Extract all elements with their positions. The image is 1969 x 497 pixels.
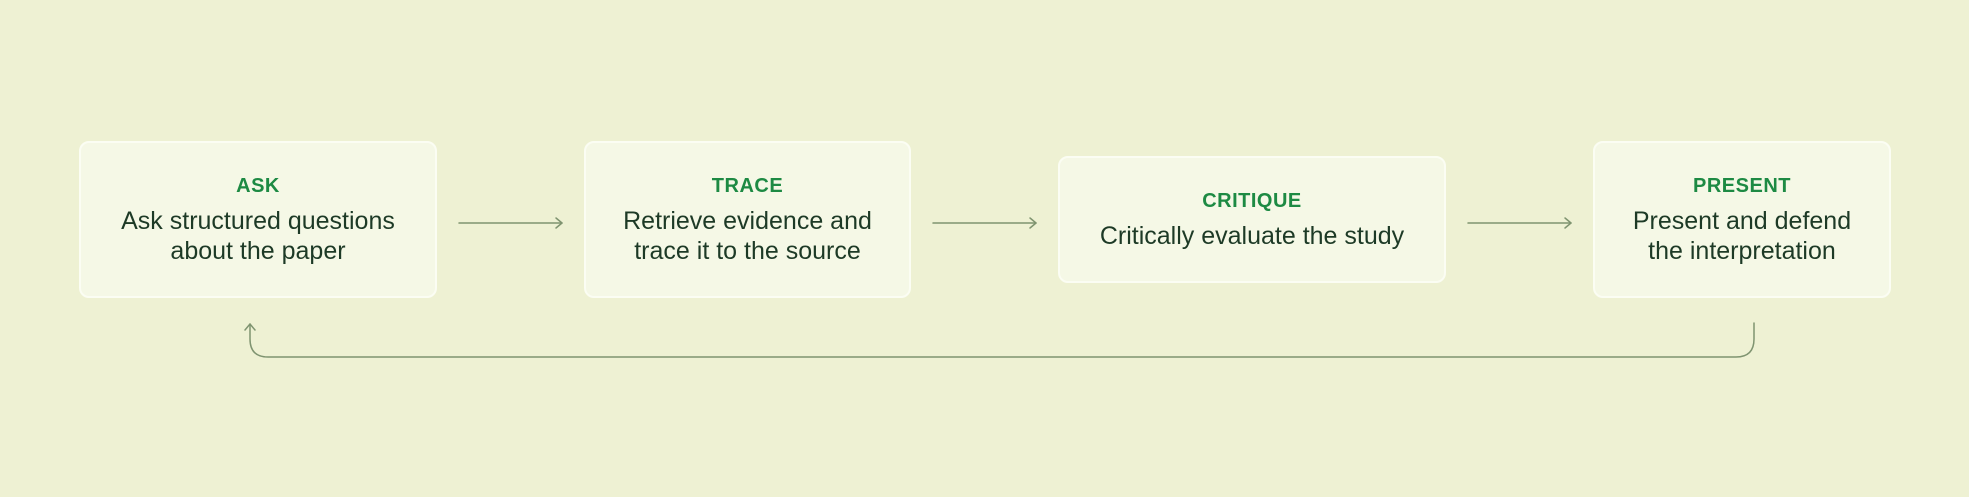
stage-description: Ask structured questions about the paper bbox=[121, 206, 395, 265]
arrow-critique-to-present bbox=[1467, 217, 1572, 229]
arrow-trace-to-critique bbox=[932, 217, 1037, 229]
stage-description: Retrieve evidence and trace it to the so… bbox=[623, 206, 872, 265]
stage-description: Critically evaluate the study bbox=[1099, 221, 1405, 250]
stage-description: Present and defend the interpretation bbox=[1632, 206, 1852, 265]
arrow-feedback-loop bbox=[244, 322, 1755, 358]
stage-card-ask: ASK Ask structured questions about the p… bbox=[79, 141, 437, 298]
stage-card-critique: CRITIQUE Critically evaluate the study bbox=[1058, 156, 1446, 283]
arrow-ask-to-trace bbox=[458, 217, 563, 229]
stage-label: PRESENT bbox=[1693, 174, 1791, 197]
stage-card-present: PRESENT Present and defend the interpret… bbox=[1593, 141, 1891, 298]
stage-label: CRITIQUE bbox=[1202, 189, 1302, 212]
stage-label: ASK bbox=[236, 174, 280, 197]
stage-label: TRACE bbox=[711, 174, 784, 197]
stage-card-trace: TRACE Retrieve evidence and trace it to … bbox=[584, 141, 911, 298]
